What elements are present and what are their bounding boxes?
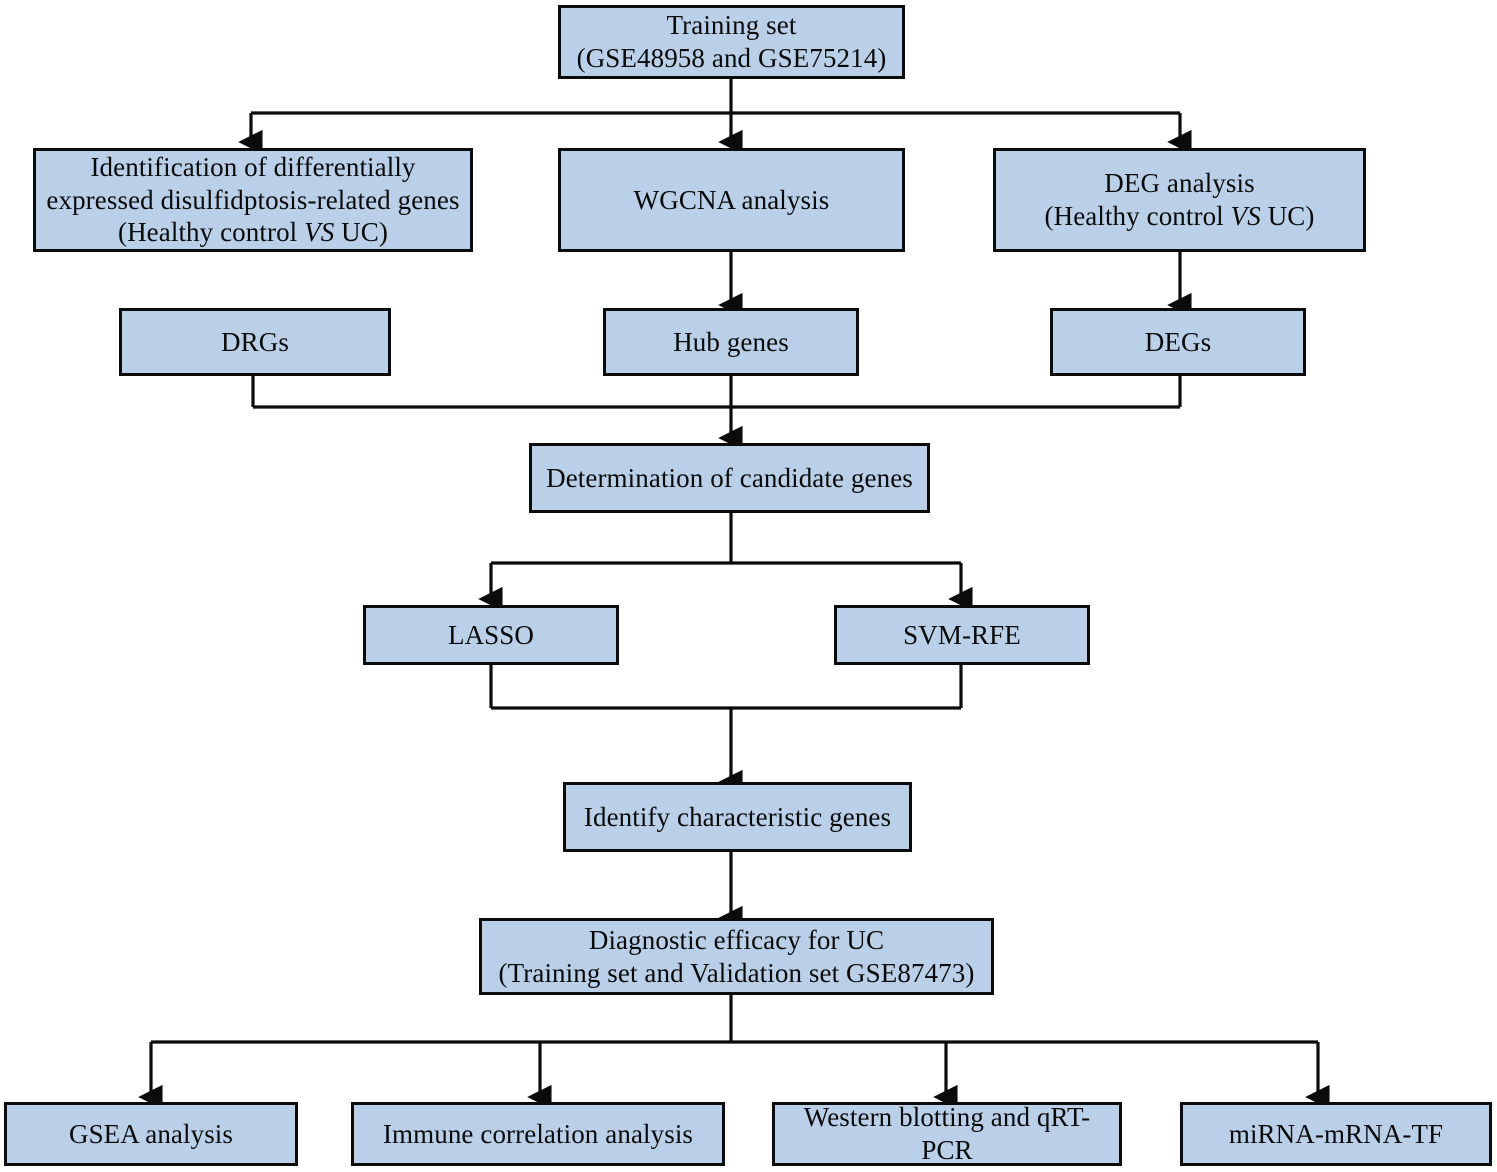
node-training-set[interactable]: Training set (GSE48958 and GSE75214) (558, 5, 905, 79)
node-degs-label: DEGs (1144, 326, 1212, 357)
node-deg-analysis[interactable]: DEG analysis (Healthy control VS UC) (993, 148, 1366, 252)
node-immune-correlation-label: Immune correlation analysis (382, 1118, 694, 1149)
node-lasso-label: LASSO (447, 619, 535, 650)
node-western-qrtpcr[interactable]: Western blotting and qRT-PCR (772, 1102, 1122, 1166)
node-gsea-analysis[interactable]: GSEA analysis (4, 1102, 298, 1166)
node-deg-analysis-label: DEG analysis (Healthy control VS UC) (1044, 168, 1315, 231)
node-immune-correlation[interactable]: Immune correlation analysis (351, 1102, 725, 1166)
node-svm-rfe-label: SVM-RFE (903, 619, 1021, 650)
node-characteristic-genes-label: Identify characteristic genes (583, 801, 892, 832)
node-lasso[interactable]: LASSO (363, 605, 619, 665)
node-svm-rfe[interactable]: SVM-RFE (834, 605, 1090, 665)
node-degs[interactable]: DEGs (1050, 308, 1306, 376)
node-drg-identification[interactable]: Identification of differentially express… (33, 148, 473, 252)
node-drgs[interactable]: DRGs (119, 308, 391, 376)
node-hub-genes-label: Hub genes (673, 326, 789, 357)
node-diagnostic-efficacy-label: Diagnostic efficacy for UC (Training set… (498, 924, 975, 988)
node-mirna-mrna-tf-label: miRNA-mRNA-TF (1228, 1118, 1444, 1149)
node-characteristic-genes[interactable]: Identify characteristic genes (563, 782, 912, 852)
node-drg-identification-label: Identification of differentially express… (46, 151, 460, 248)
node-western-qrtpcr-label: Western blotting and qRT-PCR (803, 1102, 1091, 1165)
node-wgcna-analysis-label: WGCNA analysis (633, 184, 830, 215)
node-wgcna-analysis[interactable]: WGCNA analysis (558, 148, 905, 252)
node-gsea-analysis-label: GSEA analysis (68, 1118, 234, 1149)
node-training-set-label: Training set (GSE48958 and GSE75214) (576, 10, 887, 73)
node-hub-genes[interactable]: Hub genes (603, 308, 859, 376)
node-diagnostic-efficacy[interactable]: Diagnostic efficacy for UC (Training set… (479, 918, 994, 995)
node-candidate-genes-label: Determination of candidate genes (546, 462, 913, 493)
node-mirna-mrna-tf[interactable]: miRNA-mRNA-TF (1180, 1102, 1492, 1166)
node-candidate-genes[interactable]: Determination of candidate genes (529, 443, 930, 513)
node-drgs-label: DRGs (221, 326, 289, 357)
